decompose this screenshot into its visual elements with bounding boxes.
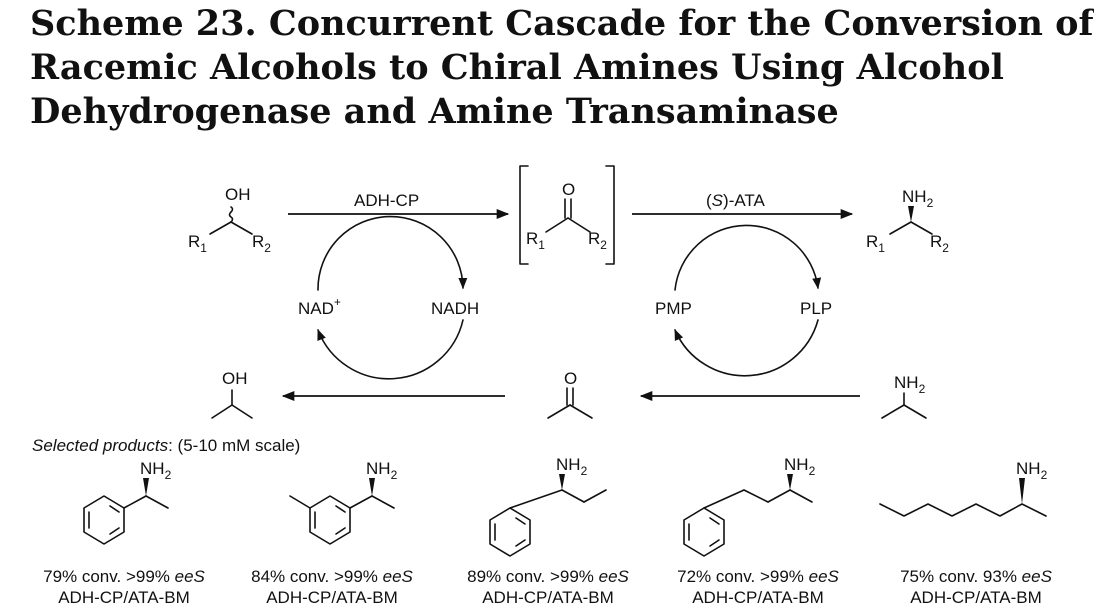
title-line-3: Dehydrogenase and Amine Transaminase <box>30 91 839 132</box>
nadh-to-nad-arc <box>317 319 464 380</box>
product-1-enzymes: ADH-CP/ATA-BM <box>58 588 190 607</box>
product-5-structure: NH2 <box>879 459 1048 517</box>
product-3-nh2: NH2 <box>556 455 588 478</box>
product-3-enzymes: ADH-CP/ATA-BM <box>482 588 614 607</box>
isopropanol-structure: OH <box>211 369 253 419</box>
cofactor-plp: PLP <box>800 299 832 318</box>
nad-to-nadh-arc <box>317 215 468 291</box>
isopropylamine-nh2: NH2 <box>894 373 926 396</box>
ketone-oxygen: O <box>562 180 575 199</box>
product-4-caption: 72% conv. >99% eeS ADH-CP/ATA-BM <box>677 567 839 607</box>
amine-nh2: NH2 <box>902 187 934 210</box>
cofactor-pmp: PMP <box>655 299 692 318</box>
amine-r1: R1 <box>866 232 885 255</box>
product-2-nh2: NH2 <box>366 459 398 482</box>
alcohol-oh: OH <box>225 185 251 204</box>
alcohol-r2: R2 <box>252 232 271 255</box>
product-4-structure: NH2 <box>683 455 816 557</box>
plp-to-pmp-arc <box>674 319 819 377</box>
isopropanol-oh: OH <box>222 369 248 388</box>
product-3-structure: NH2 <box>489 455 607 557</box>
ketone-r2: R2 <box>588 229 607 252</box>
amine-r2: R2 <box>930 232 949 255</box>
product-1-nh2: NH2 <box>140 459 172 482</box>
ketone-intermediate-structure: O R1 R2 <box>519 165 615 265</box>
enzyme-s-ata-label: (S)-ATA <box>706 191 766 210</box>
title-line-1: Scheme 23. Concurrent Cascade for the Co… <box>30 3 1094 44</box>
product-1-conversion: 79% conv. >99% eeS <box>43 567 205 586</box>
acetone-structure: O <box>547 369 593 419</box>
cofactor-nadh: NADH <box>431 299 479 318</box>
pmp-to-plp-arc <box>674 224 822 291</box>
isopropylamine-structure: NH2 <box>881 373 927 419</box>
product-5-caption: 75% conv. 93% eeS ADH-CP/ATA-BM <box>900 567 1053 607</box>
title-line-2: Racemic Alcohols to Chiral Amines Using … <box>30 47 1004 88</box>
cofactor-nad: NAD+ <box>298 295 341 318</box>
enzyme-adh-cp-label: ADH-CP <box>354 191 419 210</box>
product-1-structure: NH2 <box>83 459 172 545</box>
racemic-alcohol-structure: OH R1 R2 <box>188 185 271 255</box>
alcohol-r1: R1 <box>188 232 207 255</box>
product-1-caption: 79% conv. >99% eeS ADH-CP/ATA-BM <box>43 567 205 607</box>
product-3-conversion: 89% conv. >99% eeS <box>467 567 629 586</box>
product-2-conversion: 84% conv. >99% eeS <box>251 567 413 586</box>
acetone-oxygen: O <box>564 369 577 388</box>
product-2-structure: NH2 <box>289 459 398 545</box>
scheme-title: Scheme 23. Concurrent Cascade for the Co… <box>30 2 1094 134</box>
product-2-enzymes: ADH-CP/ATA-BM <box>266 588 398 607</box>
product-2-caption: 84% conv. >99% eeS ADH-CP/ATA-BM <box>251 567 413 607</box>
chiral-amine-structure: NH2 R1 R2 <box>866 187 949 255</box>
product-4-conversion: 72% conv. >99% eeS <box>677 567 839 586</box>
product-3-caption: 89% conv. >99% eeS ADH-CP/ATA-BM <box>467 567 629 607</box>
ketone-r1: R1 <box>526 229 545 252</box>
product-5-conversion: 75% conv. 93% eeS <box>900 567 1053 586</box>
product-5-enzymes: ADH-CP/ATA-BM <box>910 588 1042 607</box>
product-4-enzymes: ADH-CP/ATA-BM <box>692 588 824 607</box>
product-5-nh2: NH2 <box>1016 459 1048 482</box>
product-4-nh2: NH2 <box>784 455 816 478</box>
selected-products-caption: Selected products: (5-10 mM scale) <box>32 436 300 455</box>
